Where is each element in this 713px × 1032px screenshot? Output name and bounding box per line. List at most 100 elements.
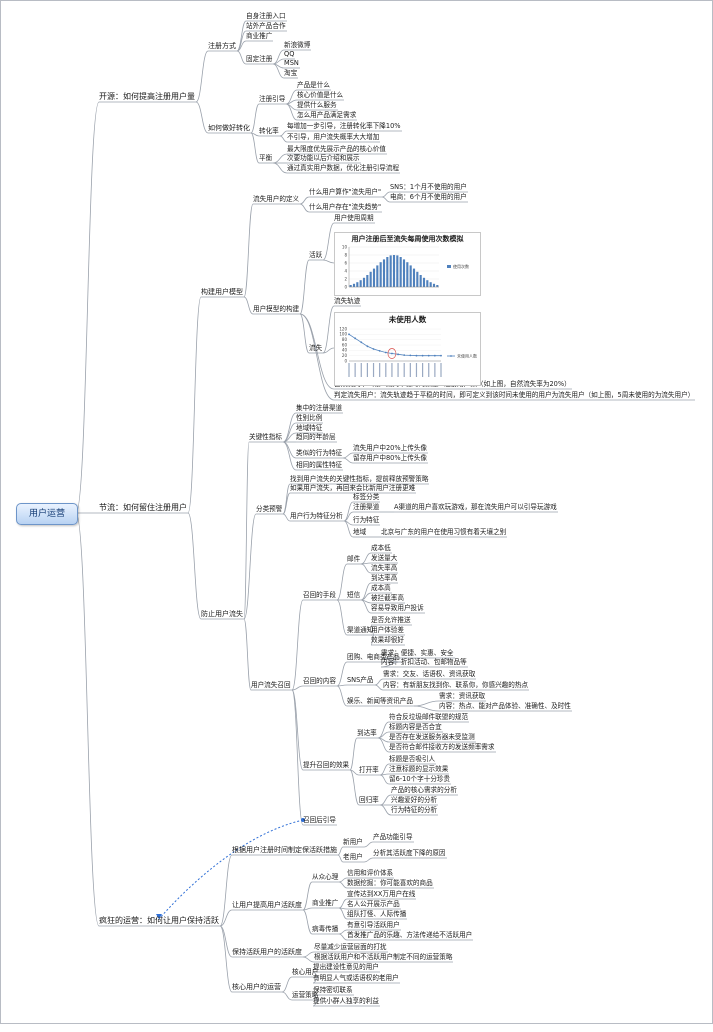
node-2-0[interactable]: 根据用户注册时间制定保活跃措施 [232, 846, 337, 854]
node-0-1-2-1[interactable]: 次要功能以后介绍和展示 [287, 154, 360, 162]
node-1-0-0-0[interactable]: 什么用户算作"流失用户" [309, 188, 382, 196]
node-0-0-3-0[interactable]: 新浪微博 [284, 41, 311, 49]
node-2-1-2-1[interactable]: 首发推广品的乐趣、方法传递给不活跃用户 [347, 931, 473, 939]
node-1-0-1-0-0[interactable]: 用户使用周期 [334, 214, 374, 222]
node-2-3-0[interactable]: 核心用户 [292, 968, 319, 976]
node-1-1-2-0-0-0[interactable]: 成本低 [371, 544, 391, 552]
node-0-1[interactable]: 如何做好转化 [208, 124, 250, 132]
node-2-1-1-0[interactable]: 宣传达到XX万用户在线 [347, 890, 416, 898]
node-1-0[interactable]: 构建用户模型 [201, 288, 243, 296]
node-1-1-0-5[interactable]: 相同的属性特征 [296, 461, 343, 469]
node-1-0-1[interactable]: 用户模型的构建 [253, 305, 300, 313]
node-1-1[interactable]: 防止用户流失 [201, 610, 243, 618]
node-2-2-0[interactable]: 尽量减少运营层面的打扰 [314, 943, 387, 951]
node-0-1-1-0[interactable]: 每增加一步引导，注册转化率下降10% [287, 122, 401, 130]
node-1-1-2-3[interactable]: 召回后引导 [303, 816, 336, 824]
node-0-1-0[interactable]: 注册引导 [259, 95, 286, 103]
node-1-0-0-0-1[interactable]: 电商：6个月不使用的用户 [390, 193, 467, 201]
node-1-1-0-4-1[interactable]: 留存用户中80%上传头像 [353, 454, 427, 462]
node-1-1-2-0-2[interactable]: 渠道通知 [347, 626, 374, 634]
node-0-0-1[interactable]: 站外产品合作 [246, 22, 286, 30]
node-0-0-0[interactable]: 自身注册入口 [246, 12, 286, 20]
root-node[interactable]: 用户运营 [16, 503, 78, 525]
node-1-1-0-4[interactable]: 类似的行为特征 [296, 449, 343, 457]
node-1-1-1-2[interactable]: 用户行为特征分析 [290, 512, 343, 520]
node-1-0-0-1[interactable]: 什么用户存在"流失趋势" [309, 203, 382, 211]
node-2-1-0-1[interactable]: 数据挖掘：你可能喜欢的商品 [347, 879, 433, 887]
node-1-1-2-2-1-2[interactable]: 留6-10个字十分珍贵 [389, 775, 451, 783]
node-0-1-0-1[interactable]: 核心价值是什么 [297, 91, 344, 99]
node-2-2-1[interactable]: 根据活跃用户和不活跃用户制定不同的运营策略 [314, 953, 453, 961]
node-1-1-2-0-2-2[interactable]: 效果却很好 [371, 636, 404, 644]
node-1-1-2-0-1[interactable]: 短信 [347, 591, 361, 599]
node-0-1-1[interactable]: 转化率 [259, 127, 279, 135]
node-1-1-2-1-2-1[interactable]: 内容：热点、能对产品体验、准确性、及时性 [439, 702, 571, 710]
node-0-1-0-0[interactable]: 产品是什么 [297, 81, 330, 89]
node-1-0-1-3[interactable]: 判定流失用户：流失轨迹趋于平稳的时间，即可定义到该时间未使用的用户为流失用户（如… [334, 391, 695, 399]
node-1-1-2-2-0-1[interactable]: 标题内容是否合宜 [389, 723, 442, 731]
node-1-1-0[interactable]: 关键性指标 [249, 433, 282, 441]
node-0[interactable]: 开源：如何提高注册用户量 [99, 92, 195, 101]
node-1-1-2-2-0[interactable]: 到达率 [357, 729, 377, 737]
node-1-1-2-2-0-2[interactable]: 是否存在发送服务器未受监测 [389, 733, 475, 741]
node-2-1-1[interactable]: 商业推广 [312, 899, 339, 907]
node-2-3-1[interactable]: 运营策略 [292, 991, 319, 999]
node-2-1-0[interactable]: 从众心理 [312, 873, 339, 881]
node-2[interactable]: 疯狂的运营：如何让用户保持活跃 [99, 916, 219, 925]
node-1-1-2-0-2-1[interactable]: 用户体验差 [371, 626, 404, 634]
node-1-1-1-2-2[interactable]: 行为特征 [353, 516, 380, 524]
node-2-0-1-0[interactable]: 分析其活跃度下降的原因 [373, 849, 446, 857]
node-1-1-2-2-2-2[interactable]: 行为特征的分析 [391, 806, 438, 814]
node-2-3-0-0[interactable]: 提出建设性意见的用户 [313, 963, 379, 971]
node-2-0-0-0[interactable]: 产品功能引导 [373, 833, 413, 841]
node-0-0-3-1[interactable]: QQ [284, 50, 295, 58]
node-1-1-0-3[interactable]: 趋同的年龄层 [296, 433, 336, 441]
node-1-1-2-0-1-1[interactable]: 成本高 [371, 584, 391, 592]
node-1-0-1-1[interactable]: 流失 [309, 344, 323, 352]
node-1-1-0-2[interactable]: 地域特征 [296, 424, 323, 432]
node-1-1-2-2-2-1[interactable]: 兴趣爱好的分析 [391, 796, 438, 804]
node-1-1-2-2-1-1[interactable]: 注意标题的显示效果 [389, 765, 449, 773]
node-1-1-1-0[interactable]: 找到用户流失的关键性指标，提前释放预警策略 [290, 475, 429, 483]
node-1-1-2-0-0-1[interactable]: 发送量大 [371, 554, 398, 562]
node-1-1-2-2-2[interactable]: 回归率 [359, 796, 379, 804]
node-1-1-2-1-1-0[interactable]: 需求：交友、话语权、资讯获取 [383, 670, 476, 678]
node-0-1-2-2[interactable]: 通过真实用户数据，优化注册引导流程 [287, 164, 400, 172]
node-1-1-2-1[interactable]: 召回的内容 [303, 677, 336, 685]
node-2-1-1-2[interactable]: 组队打怪、人际传播 [347, 910, 407, 918]
node-0-1-2-0[interactable]: 最大限度优先展示产品的核心价值 [287, 145, 386, 153]
node-1-1-1-2-0[interactable]: 标签分类 [353, 493, 380, 501]
node-1-1-2-0-1-3[interactable]: 容易导致用户投诉 [371, 604, 424, 612]
node-0-0[interactable]: 注册方式 [208, 42, 236, 50]
node-2-3-1-0[interactable]: 保持密切联系 [313, 986, 353, 994]
node-1-1-2-0[interactable]: 召回的手段 [303, 591, 336, 599]
node-1-1-2-1-0[interactable]: 团购、电商类产品 [347, 653, 400, 661]
node-2-3-0-1[interactable]: 有明显人气或话语权的老用户 [313, 974, 399, 982]
node-1-1-2-0-1-2[interactable]: 被拦截率高 [371, 594, 404, 602]
node-1-1-2-0-2-0[interactable]: 是否允许推送 [371, 616, 411, 624]
node-0-0-3[interactable]: 固定注册 [246, 55, 273, 63]
node-1-1-2-1-2-0[interactable]: 需求：资讯获取 [439, 692, 486, 700]
node-1-1-2-2-2-0[interactable]: 产品的核心需求的分析 [391, 786, 457, 794]
node-2-0-1[interactable]: 老用户 [343, 853, 363, 861]
node-1-1-2-0-0-2[interactable]: 流失率高 [371, 564, 398, 572]
node-1-1-2-2-1[interactable]: 打开率 [359, 766, 379, 774]
node-1-1-2-1-1-1[interactable]: 内容：有新朋友找到你、联系你，你感兴趣的热点 [383, 681, 529, 689]
node-0-1-0-2[interactable]: 提供什么服务 [297, 101, 337, 109]
node-2-1-0-0[interactable]: 信用和评价体系 [347, 869, 394, 877]
node-1-1-2-2-0-3[interactable]: 是否符合邮件接收方的发送频率需求 [389, 743, 495, 751]
node-1-1-2-1-1[interactable]: SNS产品 [347, 676, 374, 684]
node-0-0-2[interactable]: 商业推广 [246, 32, 273, 40]
node-0-0-3-2[interactable]: MSN [284, 59, 299, 67]
node-2-3[interactable]: 核心用户的运营 [232, 983, 281, 991]
node-2-0-0[interactable]: 新用户 [343, 838, 363, 846]
node-0-1-1-1[interactable]: 不引导，用户流失概率大大增加 [287, 133, 380, 141]
node-1-1-1-2-3[interactable]: 地域 [353, 528, 367, 536]
node-1-1-2-1-0-0[interactable]: 需求：便捷、实惠、安全 [381, 649, 454, 657]
node-1-0-0-0-0[interactable]: SNS：1个月不使用的用户 [390, 183, 467, 191]
node-2-3-1-1[interactable]: 提供小群人独享的利益 [313, 997, 379, 1005]
node-1-1-0-4-0[interactable]: 流失用户中20%上传头像 [353, 444, 427, 452]
node-1-1-1-2-3-0[interactable]: 北京与广东的用户在使用习惯有着天壤之别 [381, 528, 507, 536]
node-1-0-1-0[interactable]: 活跃 [309, 251, 323, 259]
node-1-1-2-1-2[interactable]: 娱乐、新闻等资讯产品 [347, 697, 413, 705]
